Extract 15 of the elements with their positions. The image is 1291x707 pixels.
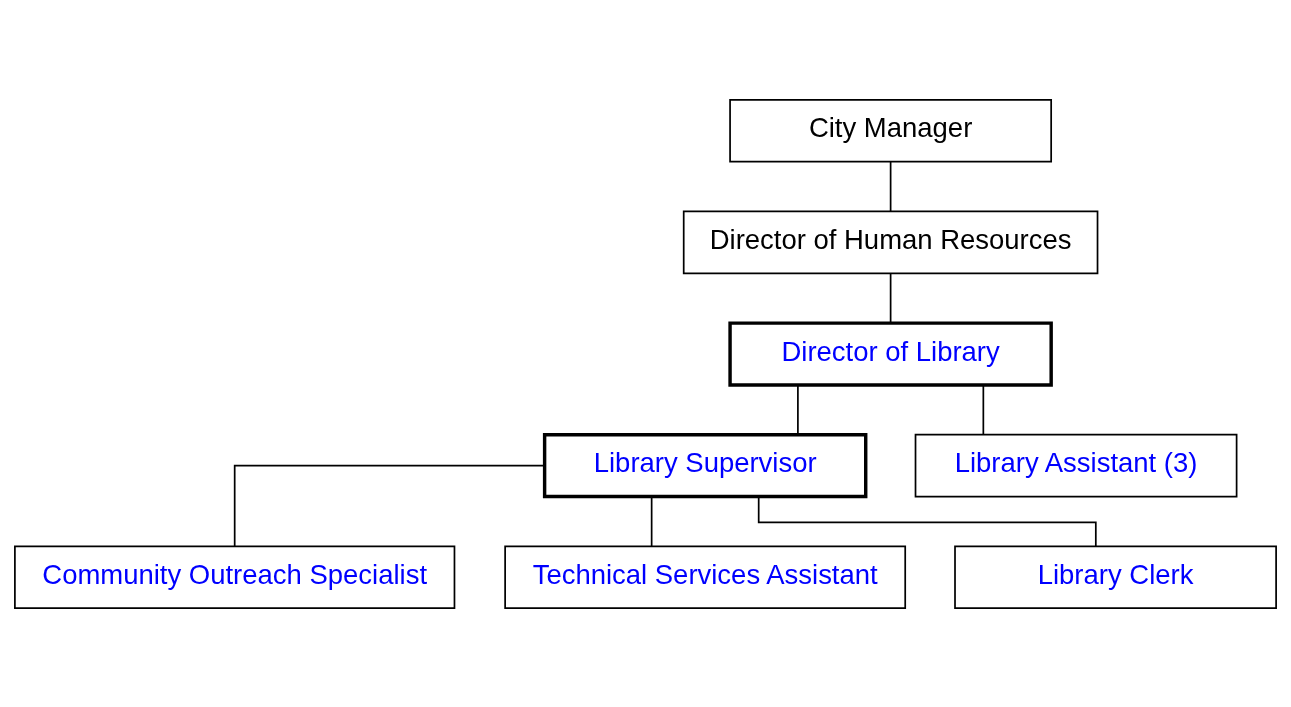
node-box: Library Clerk [954, 544, 1277, 609]
connector [982, 383, 985, 436]
connector [650, 495, 653, 547]
node-box: City Manager [729, 98, 1053, 163]
connector [889, 160, 892, 212]
node-box: Library Assistant (3) [914, 433, 1238, 497]
node-box: Technical Services Assistant [504, 544, 907, 609]
node-box: Library Supervisor [542, 432, 868, 498]
connector [889, 272, 892, 324]
connector [233, 464, 546, 547]
node-box: Community Outreach Specialist [14, 544, 456, 609]
node-box: Director of Library [728, 320, 1053, 387]
connector [757, 495, 1097, 547]
connector [797, 383, 799, 436]
node-box: Director of Human Resources [682, 210, 1099, 274]
